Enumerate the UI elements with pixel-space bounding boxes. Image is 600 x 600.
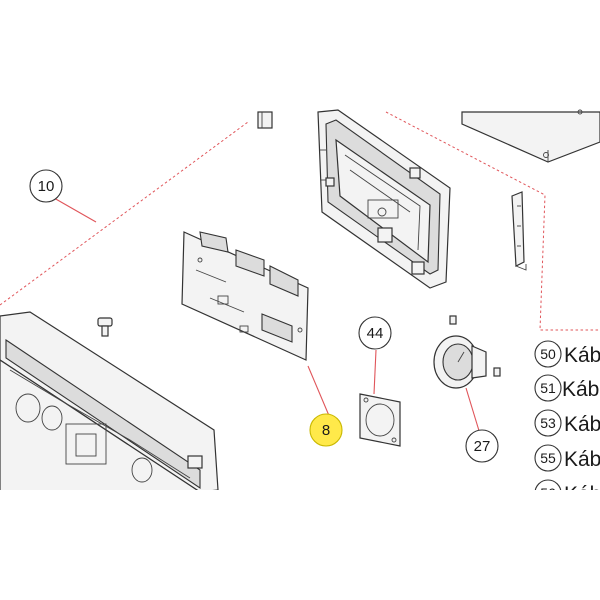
legend-num-50: 50 <box>540 346 556 362</box>
legend-item-53[interactable]: 53 Káb <box>534 409 600 437</box>
mounting-bracket <box>511 191 527 271</box>
bottom-crop-mask <box>0 490 600 600</box>
leader-lines <box>53 197 481 435</box>
top-clip <box>257 111 273 129</box>
callout-10-label: 10 <box>38 178 55 195</box>
legend-text-55: Káb <box>564 448 600 471</box>
legend-num-51: 51 <box>540 380 556 396</box>
front-panel <box>0 311 219 493</box>
legend-text-53: Káb <box>564 413 600 436</box>
callout-27[interactable]: 27 <box>465 429 499 463</box>
legend-text-50: Káb <box>564 344 600 367</box>
parts-legend: 50 Káb 51 Kábe 53 Káb 55 Káb 56 Káb <box>534 340 600 507</box>
legend-num-55: 55 <box>540 450 556 466</box>
square-frame-part <box>359 393 401 447</box>
assembly-boundary-lines <box>0 111 600 331</box>
control-box-frame <box>317 109 451 289</box>
screw <box>97 317 113 337</box>
legend-item-51[interactable]: 51 Kábe <box>534 374 600 402</box>
legend-item-50[interactable]: 50 Káb <box>534 340 600 368</box>
callout-8-label: 8 <box>322 422 330 439</box>
cover-plate <box>461 109 600 163</box>
pressure-gauge <box>433 315 501 389</box>
callout-10[interactable]: 10 <box>29 169 63 203</box>
control-pcb <box>181 231 309 361</box>
callout-44[interactable]: 44 <box>358 316 392 350</box>
legend-text-51: Kábe <box>562 378 600 401</box>
callout-44-label: 44 <box>367 325 384 342</box>
callout-8[interactable]: 8 <box>309 413 343 447</box>
legend-num-53: 53 <box>540 415 556 431</box>
callout-27-label: 27 <box>474 438 491 455</box>
legend-item-55[interactable]: 55 Káb <box>534 444 600 472</box>
